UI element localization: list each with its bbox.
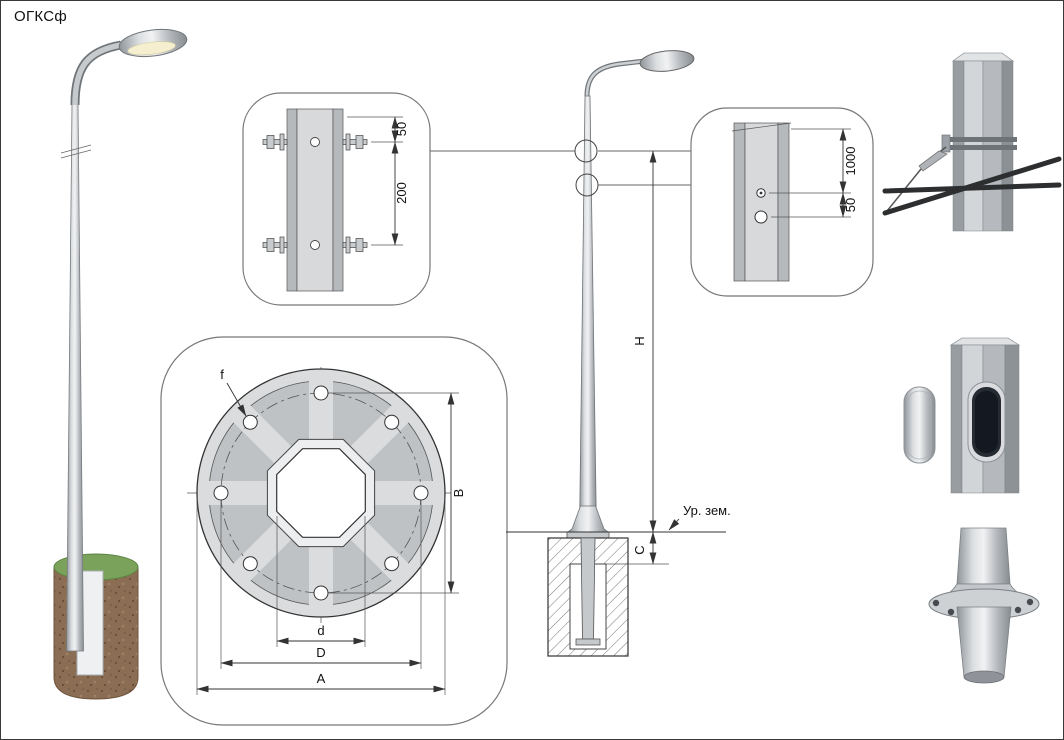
luminaire-elevation (639, 50, 695, 72)
band-clamp (949, 137, 1017, 142)
cable-hole (754, 210, 768, 224)
prism-facet (950, 344, 963, 494)
ground-level-arrow (668, 518, 680, 531)
arm-outline (584, 58, 646, 97)
clamp-lug (941, 134, 951, 153)
flange-bolt-holes (932, 598, 1034, 621)
dim-label-f: f (220, 367, 224, 382)
dim-label-50: 50 (394, 122, 409, 136)
sleeve-bottom (963, 670, 1005, 684)
pole-stub (956, 527, 1011, 585)
dim-label-D: D (316, 645, 325, 660)
pole-wall-right (777, 122, 790, 282)
bolt-pair-bottom (262, 236, 368, 254)
cable (882, 182, 1062, 194)
break-mark (60, 149, 92, 159)
dim-label-A: A (317, 671, 326, 686)
luminaire-head (118, 28, 188, 58)
bolt-center-dot (759, 191, 763, 195)
detail-marker-circle-top (574, 139, 598, 163)
door-cover-edge (907, 390, 932, 460)
flange-plan-detail-callout: f B d D A (160, 336, 508, 726)
band-clamp (949, 145, 1017, 150)
drawing-title: ОГКСф (14, 8, 68, 25)
ground-level-label: Ур. зем. (683, 503, 731, 518)
break-mark (731, 122, 792, 132)
prism-top-face (949, 337, 1021, 346)
leader-f (226, 382, 247, 417)
pole-wall-left (733, 122, 746, 282)
dim-label-H: H (632, 336, 647, 345)
break-mark (60, 144, 92, 154)
pole-wall-right (332, 108, 344, 292)
bolt-pair-top (262, 133, 368, 151)
pole-mast (66, 102, 84, 652)
dim-label-200: 200 (394, 182, 409, 204)
base-flare (566, 505, 610, 533)
base-flange-plate (566, 531, 610, 539)
pole-elevation-drawing: H C Ур. зем. (506, 50, 731, 657)
arm (585, 59, 646, 97)
base-flange-render (928, 527, 1040, 684)
octagon-hole (276, 448, 366, 538)
dim-label-50-right: 50 (843, 198, 858, 212)
embedded-base-plate (575, 638, 601, 646)
pole-3d-render (53, 28, 188, 700)
cable-hole-detail-callout: 1000 50 (690, 107, 874, 297)
pole-wall-left (286, 108, 298, 292)
door-cover (903, 386, 936, 464)
access-door-render (903, 337, 1021, 494)
embedment-sleeve (956, 606, 1012, 678)
bolt-joint-detail-callout: 50 200 (242, 92, 575, 306)
bolt-holes (213, 385, 429, 601)
dim-label-d: d (317, 623, 324, 638)
dim-label-B: B (451, 489, 466, 498)
pole-arm (72, 42, 122, 106)
hatch-opening-inner (975, 391, 998, 453)
dim-label-1000: 1000 (843, 147, 858, 176)
pole-section (296, 108, 334, 292)
prism-facet (1004, 344, 1020, 494)
embedded-pole (580, 537, 596, 640)
pole-section (744, 122, 779, 282)
prism-top-face (951, 52, 1015, 62)
wedge-clamp (918, 150, 948, 172)
dim-label-C: C (632, 545, 647, 554)
cable-clamp-render (882, 52, 1062, 232)
